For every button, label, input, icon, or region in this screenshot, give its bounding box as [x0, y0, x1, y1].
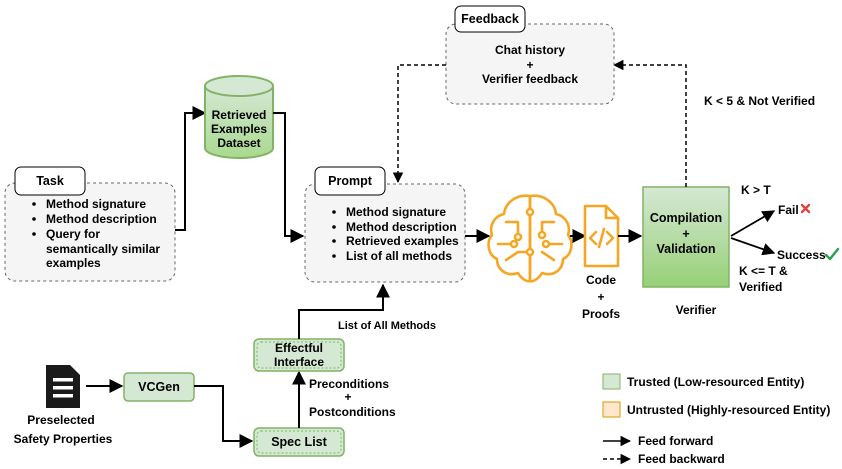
- task-bullet-3-cont: semantically similar: [46, 242, 160, 256]
- spec-list-box: Spec List: [253, 427, 345, 457]
- feedback-to-prompt-arrow: [392, 64, 446, 184]
- effectful-interface-box: Effectful Interface: [253, 338, 345, 372]
- verifier-box: Compilation + Validation: [642, 186, 730, 288]
- legend-feed-forward: Feed forward: [638, 434, 713, 448]
- vcgen-box: VCGen: [123, 372, 195, 402]
- preselected-line-2: Safety Properties: [14, 432, 113, 446]
- list-of-all-methods-label: List of All Methods: [338, 320, 436, 332]
- fail-arrow: [730, 210, 776, 237]
- legend-trusted-swatch: [602, 373, 621, 390]
- legend-untrusted-swatch: [602, 401, 621, 418]
- verifier-to-feedback-arrow: [612, 59, 687, 187]
- dataset-line-1: Retrieved: [212, 108, 267, 122]
- prompt-box: Prompt Method signature Method descripti…: [304, 166, 466, 283]
- feedback-box: Feedback Chat history + Verifier feedbac…: [445, 5, 615, 105]
- pre-post-plus: +: [344, 390, 351, 404]
- task-bullet-3-end: examples: [46, 256, 101, 270]
- verifier-line-2: +: [682, 227, 689, 241]
- code-file-icon: [583, 204, 620, 268]
- dataset-to-prompt-arrow: [273, 112, 305, 243]
- dataset-line-2: Examples: [211, 122, 267, 136]
- prompt-bullet-4: List of all methods: [346, 249, 452, 263]
- feedback-title: Feedback: [461, 12, 519, 26]
- proofs-label: Proofs: [582, 307, 620, 321]
- success-label: Success: [777, 248, 826, 262]
- task-bullet-3: Query for: [46, 227, 100, 241]
- effectful-line-2: Interface: [274, 355, 324, 369]
- task-title: Task: [36, 174, 64, 188]
- cross-icon: [800, 203, 811, 214]
- brain-ai-icon: [487, 194, 573, 283]
- prompt-bullet-3: Retrieved examples: [346, 234, 459, 248]
- loop-condition: K < 5 & Not Verified: [704, 94, 815, 108]
- vcgen-label: VCGen: [138, 380, 180, 394]
- prompt-bullet-1: Method signature: [346, 205, 446, 219]
- k-gt-t-label: K > T: [741, 183, 771, 197]
- prompt-bullet-2: Method description: [346, 220, 457, 234]
- check-icon: [824, 247, 840, 261]
- legend-untrusted: Untrusted (Highly-resourced Entity): [627, 403, 830, 417]
- k-le-t-label: K <= T &: [739, 264, 788, 278]
- feedback-line-1: Chat history: [495, 43, 565, 57]
- preselected-line-1: Preselected: [27, 413, 94, 427]
- legend: Trusted (Low-resourced Entity) Untrusted…: [602, 373, 830, 466]
- preconditions-label: Preconditions: [309, 377, 389, 391]
- task-bullet-1: Method signature: [46, 197, 146, 211]
- dataset-line-3: Dataset: [217, 136, 260, 150]
- legend-feed-backward: Feed backward: [638, 452, 725, 466]
- postconditions-label: Postconditions: [309, 405, 396, 419]
- verifier-line-1: Compilation: [650, 211, 722, 225]
- task-bullet-2: Method description: [46, 212, 157, 226]
- fail-label: Fail: [778, 203, 799, 217]
- interface-to-prompt-arrow: [298, 283, 390, 339]
- task-to-dataset-arrow: [175, 106, 207, 231]
- retrieved-examples-dataset: Retrieved Examples Dataset: [204, 75, 274, 159]
- vcgen-to-spec-arrow: [194, 385, 254, 448]
- effectful-line-1: Effectful: [275, 341, 323, 355]
- verifier-line-3: Validation: [656, 242, 715, 256]
- code-label: Code: [586, 273, 616, 287]
- task-box: Task Method signature Method description…: [4, 166, 176, 282]
- verifier-label: Verifier: [676, 303, 717, 317]
- code-plus: +: [597, 290, 604, 304]
- verified-label: Verified: [739, 280, 782, 294]
- spec-list-label: Spec List: [271, 435, 327, 449]
- prompt-title: Prompt: [328, 174, 373, 188]
- feedback-line-3: Verifier feedback: [482, 72, 578, 86]
- legend-trusted: Trusted (Low-resourced Entity): [627, 375, 804, 389]
- success-arrow: [730, 237, 776, 256]
- document-icon: [46, 365, 80, 408]
- feedback-line-2: +: [526, 58, 533, 72]
